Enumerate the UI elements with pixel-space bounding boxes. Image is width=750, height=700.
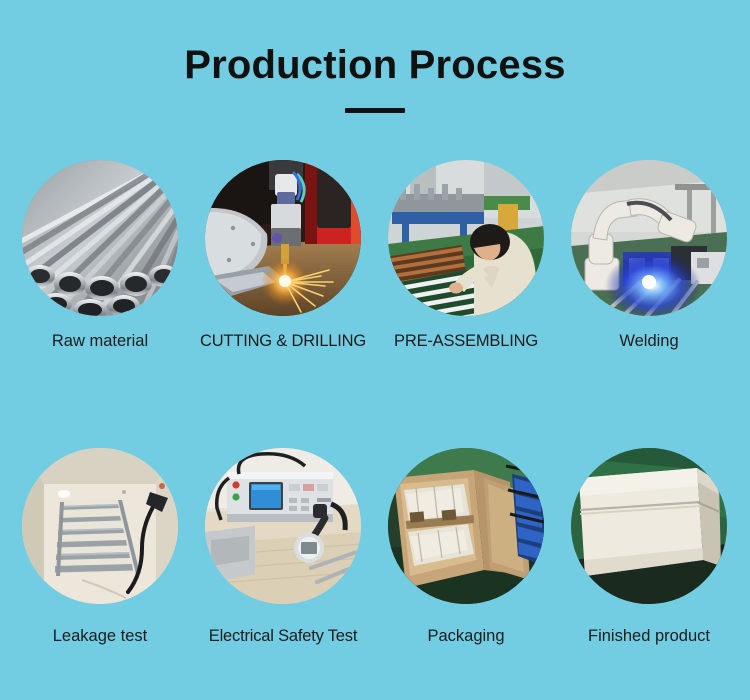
water-tank-leakage-test-photo <box>22 448 178 604</box>
process-row: Raw material <box>0 160 750 351</box>
process-step-raw-material[interactable]: Raw material <box>22 160 178 351</box>
process-step-welding[interactable]: Welding <box>571 160 727 351</box>
process-step-pre-assembling[interactable]: PRE-ASSEMBLING <box>388 160 544 351</box>
process-step-label: Electrical Safety Test <box>208 627 358 645</box>
process-step-leakage-test[interactable]: Leakage test <box>22 448 178 646</box>
process-step-label: Raw material <box>51 332 149 350</box>
page-title: Production Process <box>184 43 566 87</box>
process-step-label: CUTTING & DRILLING <box>200 332 367 350</box>
process-step-electrical-safety-test[interactable]: Electrical Safety Test <box>205 448 361 646</box>
process-step-packaging[interactable]: Packaging <box>388 448 544 646</box>
process-step-label: Finished product <box>588 627 710 645</box>
process-step-cutting-drilling[interactable]: CUTTING & DRILLING <box>200 160 366 351</box>
process-step-label: PRE-ASSEMBLING <box>394 332 538 350</box>
process-step-label: Leakage test <box>52 627 148 645</box>
sealed-carton-box-photo <box>571 448 727 604</box>
robot-welding-arm-photo <box>571 160 727 316</box>
carton-packaging-photo <box>388 448 544 604</box>
process-step-finished-product[interactable]: Finished product <box>571 448 727 646</box>
laser-cutting-machine-photo <box>205 160 361 316</box>
process-grid: Raw material <box>0 160 750 646</box>
worker-pre-assembling-photo <box>388 160 544 316</box>
process-step-label: Welding <box>619 332 679 350</box>
stainless-steel-tubes-photo <box>22 160 178 316</box>
electrical-safety-tester-photo <box>205 448 361 604</box>
process-row: Leakage test <box>0 448 750 646</box>
page-header: Production Process <box>0 0 750 113</box>
title-divider <box>345 108 405 113</box>
process-step-label: Packaging <box>427 627 505 645</box>
